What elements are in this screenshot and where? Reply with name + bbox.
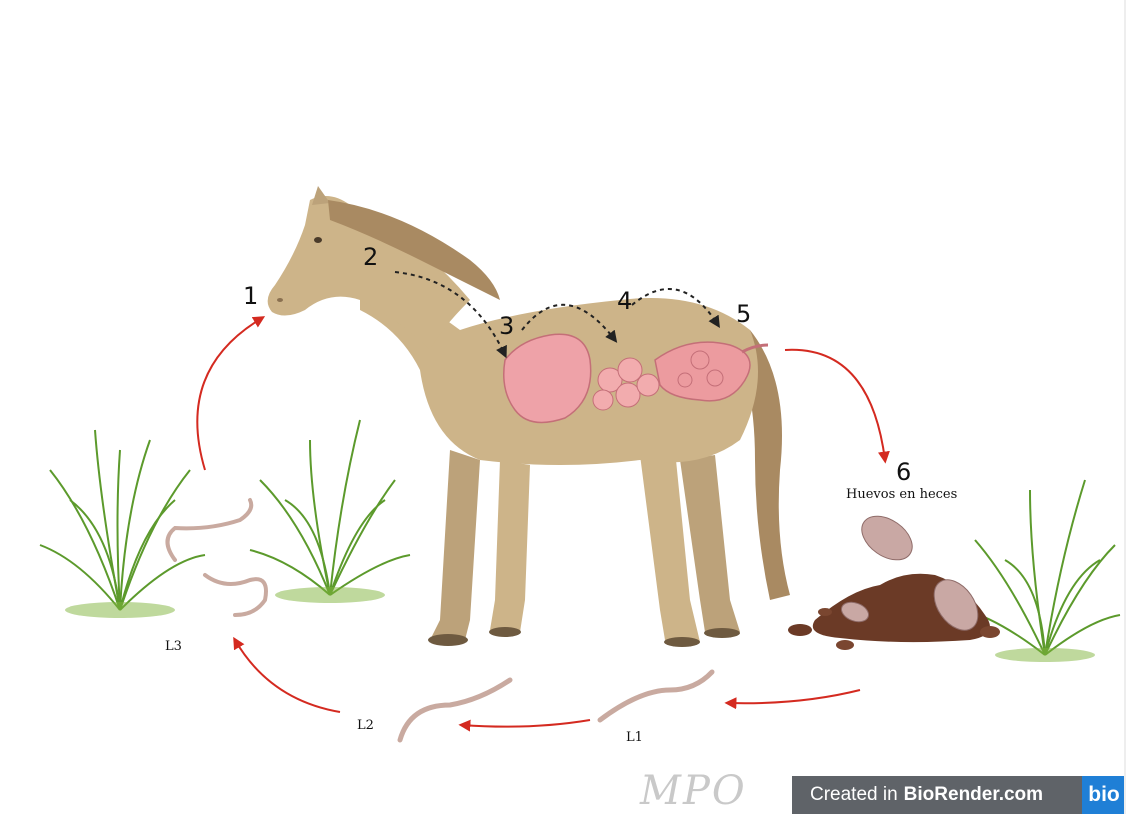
red-arrow-to-6	[785, 350, 885, 460]
larva-l1-icon	[600, 672, 712, 720]
larva-l2-icon	[400, 680, 510, 740]
eggs-in-feces-label: Huevos en heces	[846, 487, 957, 502]
step-5-label: 5	[736, 300, 751, 328]
biorender-brand-text: BioRender.com	[904, 784, 1043, 806]
red-arrow-to-l3	[235, 640, 340, 712]
biorender-badge[interactable]: Created in BioRender.com	[792, 776, 1082, 814]
author-signature: MPO	[640, 768, 747, 814]
step-1-label: 1	[243, 282, 258, 310]
l3-label: L3	[165, 639, 182, 654]
step-4-label: 4	[617, 287, 632, 315]
l1-label: L1	[626, 730, 643, 745]
l2-label: L2	[357, 718, 374, 733]
created-in-text: Created in	[810, 784, 898, 806]
step-2-label: 2	[363, 243, 378, 271]
larva-l3-icon	[168, 500, 267, 615]
red-arrow-to-l2	[462, 720, 590, 727]
red-arrow-to-1	[197, 318, 262, 470]
step-3-label: 3	[499, 312, 514, 340]
biorender-logo-icon[interactable]: bio	[1082, 776, 1126, 814]
grass-left-icon	[40, 430, 205, 618]
step-6-label: 6	[896, 458, 911, 486]
grass-middle-icon	[250, 420, 410, 603]
red-arrow-to-l1	[728, 690, 860, 703]
